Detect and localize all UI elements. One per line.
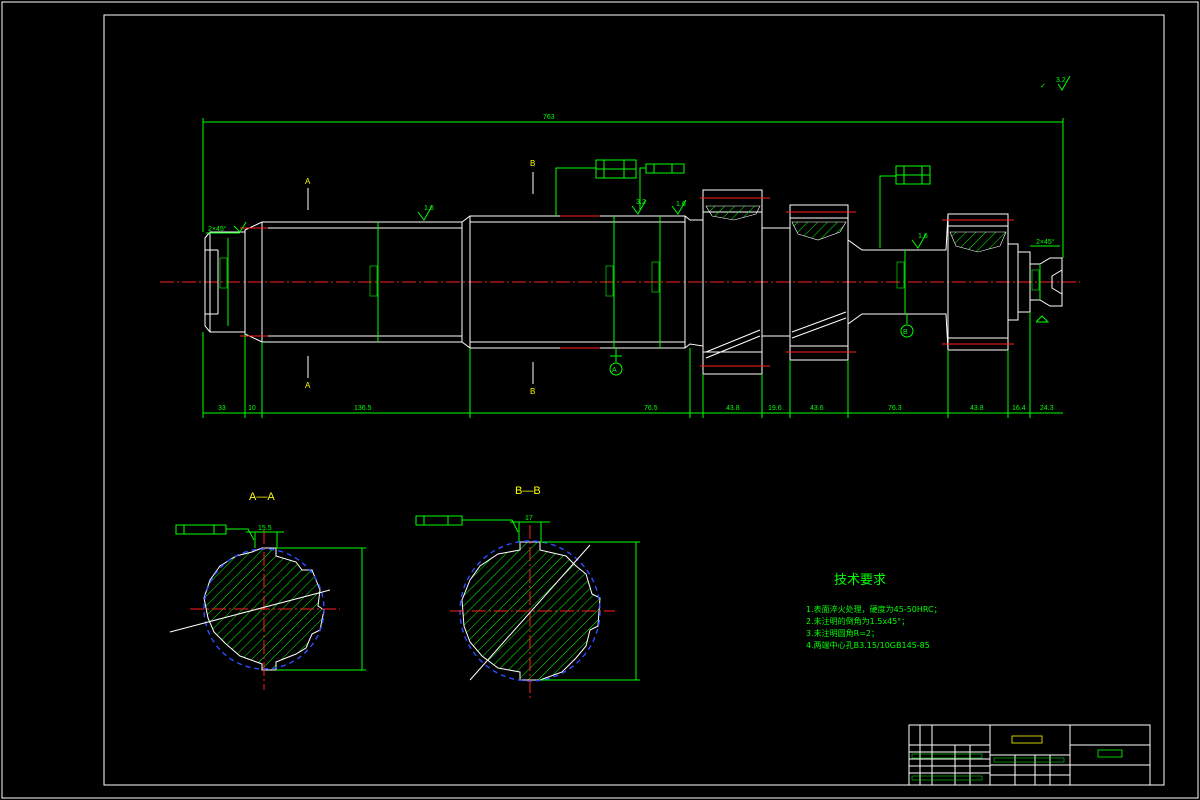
section-b-bottom-label: B bbox=[530, 387, 535, 396]
svg-text:✓: ✓ bbox=[1040, 83, 1046, 90]
gear-1-hatch bbox=[705, 205, 761, 221]
general-roughness-value: 3.2 bbox=[1056, 77, 1066, 84]
chamfer-left-label: 2×45° bbox=[208, 225, 227, 233]
tolerance-frames bbox=[555, 159, 931, 248]
section-cut-markers: A A B B bbox=[305, 159, 535, 396]
chain-dimension-labels: 33 10 136.5 76.5 43.8 19.6 43.6 76.3 43.… bbox=[218, 405, 1054, 412]
aa-dimensions bbox=[175, 524, 366, 671]
svg-text:76.3: 76.3 bbox=[888, 405, 902, 412]
svg-text:136.5: 136.5 bbox=[354, 405, 372, 412]
section-b-b: B—B 17 bbox=[415, 485, 640, 700]
bb-dimensions bbox=[415, 515, 640, 681]
svg-text:10: 10 bbox=[248, 405, 256, 412]
svg-text:43.8: 43.8 bbox=[970, 405, 984, 412]
shaft-main-view: 763 33 10 136.5 76.5 43.8 19.6 43.6 bbox=[160, 114, 1080, 418]
tech-item-2: 2.未注明的倒角为1.5x45°； bbox=[806, 616, 909, 626]
roughness-label-4: 1.6 bbox=[918, 233, 928, 240]
overall-length-dimension: 763 bbox=[202, 114, 1064, 258]
shaft-step-lines bbox=[209, 211, 1031, 353]
tech-title: 技术要求 bbox=[834, 573, 886, 588]
svg-text:43.8: 43.8 bbox=[726, 405, 740, 412]
svg-text:16.4: 16.4 bbox=[1012, 405, 1026, 412]
section-a-a: A—A 15.5 bbox=[169, 491, 366, 690]
shaft-outline bbox=[204, 189, 1063, 375]
chamfer-right-label: 2×45° bbox=[1036, 238, 1055, 246]
svg-text:33: 33 bbox=[218, 405, 226, 412]
diameter-text-markers bbox=[219, 257, 1040, 297]
section-a-top-label: A bbox=[305, 177, 311, 186]
section-a-bottom-label: A bbox=[305, 381, 311, 390]
svg-text:76.5: 76.5 bbox=[644, 405, 658, 412]
center-hole-right bbox=[1051, 269, 1063, 295]
tech-item-1: 1.表面淬火处理，硬度为45-50HRC； bbox=[806, 604, 942, 614]
overall-length-label: 763 bbox=[543, 114, 555, 121]
technical-requirements: 技术要求 1.表面淬火处理，硬度为45-50HRC； 2.未注明的倒角为1.5x… bbox=[806, 573, 942, 650]
chain-dimension-lines bbox=[202, 312, 1063, 418]
gear-helix-lines bbox=[705, 311, 847, 359]
svg-text:24.3: 24.3 bbox=[1040, 405, 1054, 412]
tech-item-3: 3.未注明圆角R=2； bbox=[806, 628, 879, 638]
tech-item-4: 4.两端中心孔B3.15/10GB145-85 bbox=[806, 640, 930, 650]
datum-b-label: B bbox=[903, 329, 908, 336]
section-b-top-label: B bbox=[530, 159, 535, 168]
general-roughness-note: ✓ 3.2 bbox=[1040, 75, 1071, 91]
spline-bb-width-label: 17 bbox=[525, 515, 533, 522]
gear-2-hatch bbox=[791, 221, 847, 241]
svg-text:19.6: 19.6 bbox=[768, 405, 782, 412]
roughness-symbols bbox=[233, 199, 1050, 323]
section-bb-title: B—B bbox=[515, 485, 541, 497]
roughness-label-3: 1.6 bbox=[676, 201, 686, 208]
spline-aa-width-label: 15.5 bbox=[258, 525, 272, 532]
datum-a-label: A bbox=[612, 367, 617, 374]
gear-3-hatch bbox=[949, 231, 1007, 253]
roughness-label-2: 3.2 bbox=[636, 199, 646, 206]
svg-text:43.6: 43.6 bbox=[810, 405, 824, 412]
center-hole-left bbox=[205, 249, 219, 315]
title-block bbox=[908, 724, 1151, 786]
datum-markers: A B bbox=[609, 314, 914, 376]
title-block-marks bbox=[911, 735, 1123, 781]
diameter-dimension-lines bbox=[227, 216, 1041, 348]
section-aa-title: A—A bbox=[249, 491, 275, 503]
roughness-label-1: 1.6 bbox=[424, 205, 434, 212]
